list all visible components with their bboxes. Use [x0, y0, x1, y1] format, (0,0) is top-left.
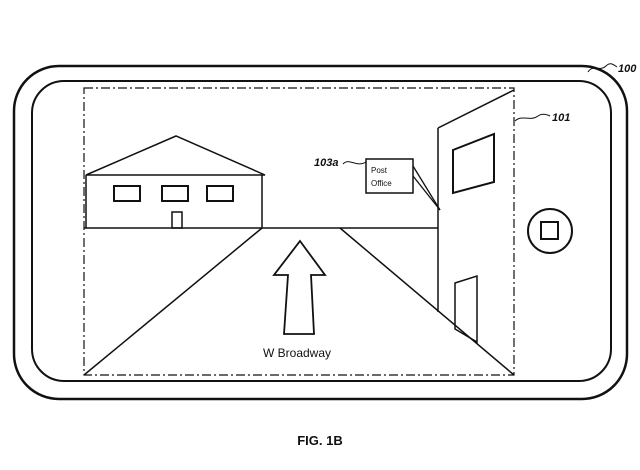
phone-inner-bezel [31, 80, 612, 382]
house-window-3 [206, 185, 234, 202]
house-window-2 [161, 185, 189, 202]
poi-ref-label: 103a [314, 157, 338, 169]
screen-ref-label: 101 [552, 112, 570, 124]
phone-outer-body [12, 64, 629, 401]
building [437, 89, 515, 344]
poi-callout[interactable]: Post Office [365, 158, 441, 211]
home-button-icon [540, 221, 559, 240]
poi-callout-pointer-1 [412, 165, 441, 211]
building-door [454, 274, 478, 344]
display-screen [83, 87, 515, 376]
device-ref-leader [587, 63, 618, 73]
building-window [452, 132, 495, 195]
house-window-1 [113, 185, 141, 202]
device-ref-label: 100 [618, 63, 637, 75]
figure-caption: FIG. 1B [297, 433, 343, 448]
road-left-edge [83, 227, 263, 376]
building-roof-edge [437, 89, 515, 129]
poi-label-line-1: Post [371, 166, 388, 175]
poi-label-line-2: Office [371, 179, 392, 188]
up-arrow-icon [272, 239, 327, 335]
street-name-label: W Broadway [263, 346, 331, 360]
house [85, 135, 266, 229]
poi-ref-leader [342, 161, 367, 165]
poi-callout-pointer-2 [412, 175, 441, 211]
house-roof [85, 135, 266, 176]
home-button[interactable] [527, 208, 573, 254]
house-door [171, 211, 183, 229]
screen-ref-leader [514, 113, 551, 122]
road-right-edge [339, 227, 515, 376]
